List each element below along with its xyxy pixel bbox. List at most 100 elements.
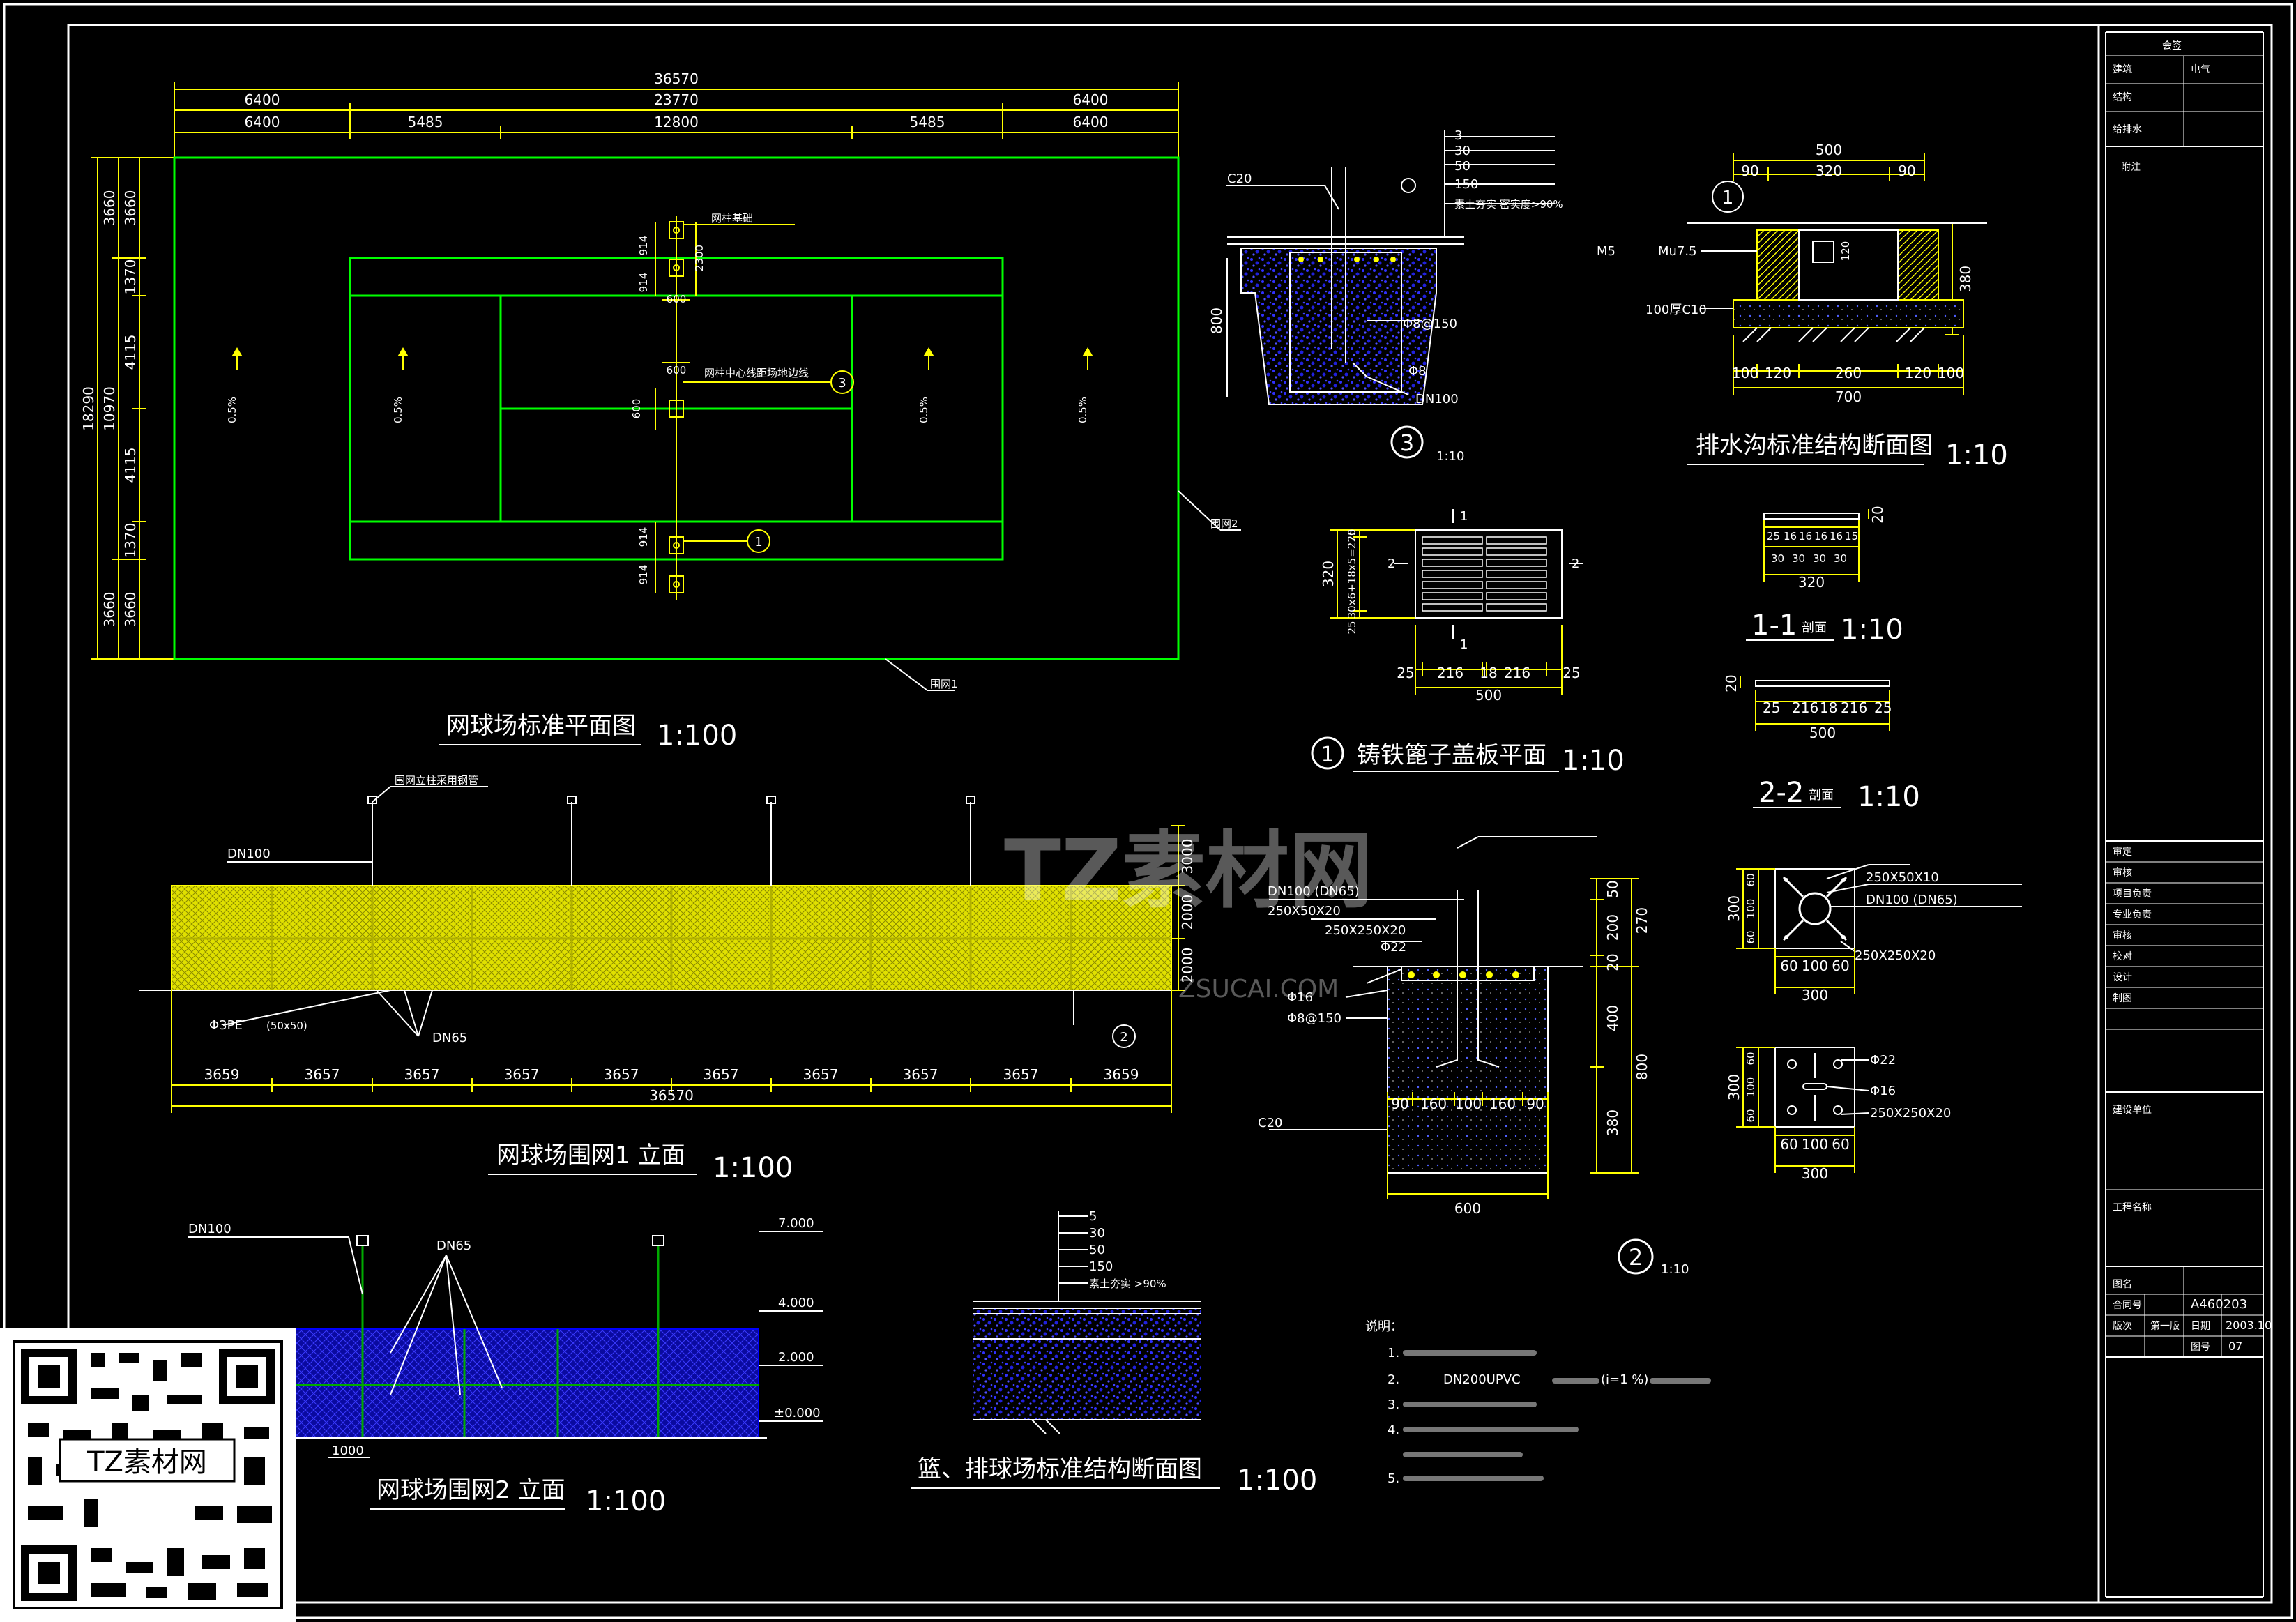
tb-sheet-no: 07 bbox=[2228, 1340, 2242, 1353]
grate-title: 铸铁篦子盖板平面 bbox=[1357, 741, 1546, 769]
plate-1: 250X50X10 DN100 (DN65) 250X250X20 60 100… bbox=[1726, 864, 2022, 1003]
fence1-title: 网球场围网1 立面 bbox=[496, 1142, 685, 1169]
notes-item-2: 2. bbox=[1388, 1372, 1399, 1387]
plan-top-l: 6400 bbox=[245, 91, 280, 108]
fence1-pe: Φ3PE bbox=[209, 1018, 243, 1033]
plate2-outline bbox=[1774, 1047, 1855, 1128]
tb-date: 2003.10 bbox=[2226, 1319, 2272, 1332]
court-section-fill bbox=[973, 1308, 1201, 1420]
detail2-b2: 160 bbox=[1420, 1096, 1447, 1112]
plate1-d1: 60 bbox=[1780, 957, 1797, 974]
plan-note-fence1: 围网1 bbox=[930, 678, 958, 690]
fence1-callout: 2 bbox=[1120, 1030, 1127, 1045]
drain-m5: M5 bbox=[1597, 244, 1615, 259]
sec11-thick: 20 bbox=[1869, 506, 1886, 523]
tb-project-lead: 项目负责 bbox=[2113, 888, 2152, 900]
plan-left-a6: 3660 bbox=[122, 592, 139, 628]
detail3-depth: 800 bbox=[1208, 308, 1225, 334]
sec11-d1: 25 bbox=[1767, 530, 1780, 543]
court-section-scale: 1:100 bbox=[1237, 1464, 1317, 1496]
fence1-mesh-size: (50x50) bbox=[266, 1020, 307, 1032]
plate2-v4: 60 bbox=[1744, 1109, 1757, 1122]
grate-dim-5: 25 bbox=[1563, 665, 1580, 681]
court-layer-1: 5 bbox=[1089, 1209, 1097, 1224]
detail2-r4: 270 bbox=[1634, 907, 1650, 934]
grate-callout: 1 bbox=[1321, 743, 1334, 767]
tb-discipline-lead: 专业负责 bbox=[2113, 909, 2152, 920]
sec11-d2: 16 bbox=[1784, 530, 1797, 543]
sec11-d3: 16 bbox=[1799, 530, 1812, 543]
fence1-bay7: 3657 bbox=[803, 1066, 839, 1083]
grate-cut-2a: 2 bbox=[1388, 556, 1395, 571]
sec22-d1: 25 bbox=[1763, 699, 1780, 716]
plan-top-r: 6400 bbox=[1073, 91, 1109, 108]
grate-cut-1a: 1 bbox=[1460, 509, 1468, 524]
tb-elec: 电气 bbox=[2191, 64, 2210, 75]
plan-top-m: 23770 bbox=[654, 91, 699, 108]
drain-bot-5: 100 bbox=[1938, 365, 1964, 381]
sec22-d4: 216 bbox=[1841, 699, 1867, 716]
tb-review: 审核 bbox=[2113, 867, 2132, 879]
plan-callout-1: 1 bbox=[754, 535, 762, 549]
plate1-l3: 250X250X20 bbox=[1855, 948, 1936, 963]
title-block: 会签 建筑 电气 结构 给排水 附注 审定 审核 项目负责 专业负责 审核 校对… bbox=[2097, 25, 2272, 1602]
detail2-plate2: 250X250X20 bbox=[1325, 923, 1406, 938]
fence1-total: 36570 bbox=[649, 1087, 694, 1104]
plan-top-total: 36570 bbox=[654, 70, 699, 87]
tb-contract-label: 合同号 bbox=[2113, 1300, 2142, 1311]
tennis-plan: 36570 6400 23770 6400 6400 5485 12800 54… bbox=[80, 70, 1241, 752]
detail3-layer-2: 30 bbox=[1454, 144, 1470, 158]
sec11-e4: 30 bbox=[1834, 552, 1847, 565]
drain-bot-4: 120 bbox=[1905, 365, 1931, 381]
plan-net-dim4: 914 bbox=[637, 527, 650, 547]
detail2-r1: 50 bbox=[1604, 880, 1621, 897]
fence1-bay10: 3659 bbox=[1104, 1066, 1139, 1083]
plan-net-dim3: 2300 bbox=[693, 245, 706, 271]
qr-code: TZ素材网 bbox=[0, 1328, 296, 1622]
fence1-bay8: 3657 bbox=[903, 1066, 938, 1083]
tb-proof: 校对 bbox=[2113, 950, 2132, 962]
drain-total: 700 bbox=[1835, 388, 1862, 405]
detail3-scale: 1:10 bbox=[1436, 449, 1464, 464]
tb-date-label: 日期 bbox=[2191, 1321, 2210, 1332]
fence2-level-7: 7.000 bbox=[778, 1216, 814, 1231]
notes-item-3: 3. bbox=[1388, 1397, 1399, 1412]
tb-plumbing: 给排水 bbox=[2113, 124, 2142, 135]
detail2-b5: 90 bbox=[1526, 1096, 1544, 1112]
sec22-d2: 216 bbox=[1792, 699, 1818, 716]
fence1-post-note: 围网立柱采用钢管 bbox=[395, 774, 478, 787]
watermark-text: TZ素材网 bbox=[1004, 823, 1373, 920]
fence1-bay9: 3657 bbox=[1003, 1066, 1039, 1083]
notes-item-1: 1. bbox=[1388, 1346, 1399, 1360]
drain-top-2: 320 bbox=[1816, 162, 1842, 179]
plan-net-dim8: 600 bbox=[630, 399, 643, 419]
plate-2: Φ22 Φ16 250X250X20 60 100 60 300 300 60 … bbox=[1726, 1047, 1951, 1182]
tb-sheet-label: 图号 bbox=[2191, 1342, 2210, 1353]
grate-cut-2b: 2 bbox=[1572, 556, 1579, 571]
detail3-rebar2: Φ8 bbox=[1408, 364, 1427, 379]
fence1-h1: 3000 bbox=[1179, 839, 1196, 874]
grate-vert-1: 25 bbox=[1346, 529, 1358, 542]
tb-client: 建设单位 bbox=[2113, 1105, 2152, 1116]
detail3-rebar1: Φ8@150 bbox=[1403, 317, 1457, 331]
plan-net-dim2: 914 bbox=[637, 273, 650, 293]
fence1-bay5: 3657 bbox=[604, 1066, 639, 1083]
section-1-1: 20 25 16 16 16 16 15 30 30 30 30 320 1-1… bbox=[1746, 506, 1903, 646]
fence1-dn65: DN65 bbox=[432, 1031, 467, 1045]
drain-scale: 1:10 bbox=[1945, 439, 2008, 471]
plan-left-b2: 3660 bbox=[101, 592, 118, 628]
sec22-title: 2-2 bbox=[1758, 777, 1804, 809]
detail2-plate1: 250X50X20 bbox=[1268, 904, 1341, 918]
tb-project-name: 工程名称 bbox=[2113, 1202, 2152, 1213]
fence2-title: 网球场围网2 立面 bbox=[377, 1476, 565, 1504]
plan-note-fence2: 围网2 bbox=[1210, 517, 1238, 530]
plan-left-a3: 4115 bbox=[122, 335, 139, 370]
grate-plan: 1 1 2 2 320 25 30x6+18x5=270 25 25 216 1… bbox=[1311, 509, 1625, 777]
detail3-layer-1: 3 bbox=[1454, 128, 1462, 143]
plate1-d2: 100 bbox=[1802, 957, 1828, 974]
notes-block: 说明： 1. 2. DN200UPVC (i=1 %) 3. 4. 5. bbox=[1365, 1319, 1711, 1486]
court-layer-3: 50 bbox=[1089, 1243, 1105, 1257]
fence2-dn100: DN100 bbox=[188, 1222, 231, 1236]
detail2-r6: 800 bbox=[1634, 1054, 1650, 1080]
sec11-d4: 16 bbox=[1814, 530, 1827, 543]
